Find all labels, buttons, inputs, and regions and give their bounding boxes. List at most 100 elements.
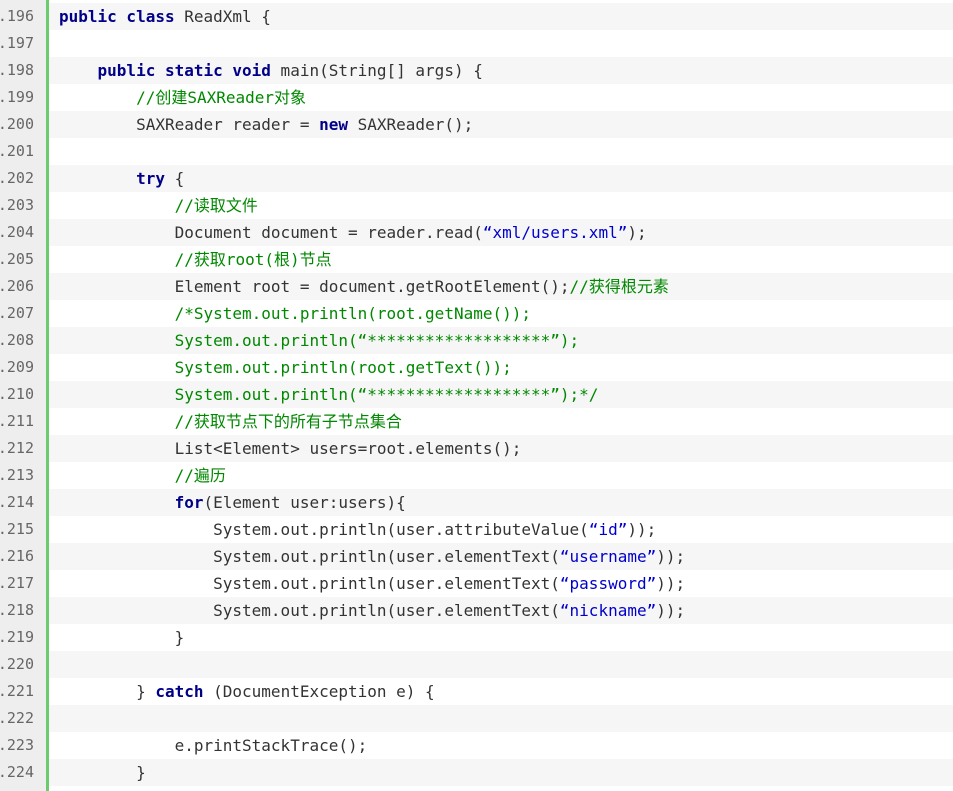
code-token	[59, 466, 175, 485]
code-token: “xml/users.xml”	[482, 223, 628, 242]
line-number: 213.	[0, 466, 34, 484]
code-line: 206. Element root = document.getRootElem…	[0, 273, 953, 300]
line-number: 210.	[0, 385, 34, 403]
code-token: ));	[656, 601, 686, 620]
code-line: 201.	[0, 138, 953, 165]
code-token: public static void	[97, 61, 271, 80]
code-token: //获取root(根)节点	[174, 250, 332, 269]
code-token: try	[136, 169, 165, 188]
gutter-divider	[46, 0, 49, 791]
code-token: new	[319, 115, 348, 134]
code-token: System.out.println(user.attributeValue(	[59, 520, 589, 539]
code-token: ));	[656, 574, 686, 593]
code-token: }	[59, 763, 146, 782]
code-token	[59, 412, 175, 431]
line-number: 200.	[0, 115, 34, 133]
line-content: System.out.println(user.elementText(“nic…	[49, 597, 953, 624]
code-token	[59, 358, 175, 377]
code-token: //遍历	[174, 466, 226, 485]
line-number: 207.	[0, 304, 34, 322]
code-line: 209. System.out.println(root.getText());	[0, 354, 953, 381]
line-number: 216.	[0, 547, 34, 565]
line-content: for(Element user:users){	[49, 489, 953, 516]
line-number: 218.	[0, 601, 34, 619]
line-content	[49, 651, 953, 678]
code-token: catch	[155, 682, 204, 701]
code-token: //获得根元素	[569, 277, 669, 296]
code-token: SAXReader();	[348, 115, 474, 134]
line-number: 223.	[0, 736, 34, 754]
code-line: 205. //获取root(根)节点	[0, 246, 953, 273]
line-number: 209.	[0, 358, 34, 376]
code-line: 210. System.out.println(“***************…	[0, 381, 953, 408]
line-number: 219.	[0, 628, 34, 646]
line-content: System.out.println(root.getText());	[49, 354, 953, 381]
code-token: Element root = document.getRootElement()…	[59, 277, 570, 296]
code-line: 219. }	[0, 624, 953, 651]
line-content: //获取节点下的所有子节点集合	[49, 408, 953, 435]
code-token: “username”	[559, 547, 657, 566]
code-line: 207. /*System.out.println(root.getName()…	[0, 300, 953, 327]
code-line: 197.	[0, 30, 953, 57]
code-line: 211. //获取节点下的所有子节点集合	[0, 408, 953, 435]
code-line: 212. List<Element> users=root.elements()…	[0, 435, 953, 462]
code-token	[59, 304, 175, 323]
code-token: e.printStackTrace();	[59, 736, 368, 755]
code-token: System.out.println(user.elementText(	[59, 574, 560, 593]
line-content: Document document = reader.read(“xml/use…	[49, 219, 953, 246]
code-token	[59, 250, 175, 269]
code-token: SAXReader reader =	[59, 115, 320, 134]
code-token	[59, 169, 136, 188]
code-token: }	[59, 682, 156, 701]
code-line: 214. for(Element user:users){	[0, 489, 953, 516]
line-number: 208.	[0, 331, 34, 349]
line-number: 206.	[0, 277, 34, 295]
code-token: main(String[] args) {	[270, 61, 483, 80]
line-content: List<Element> users=root.elements();	[49, 435, 953, 462]
line-content: System.out.println(“*******************”…	[49, 381, 953, 408]
line-number: 211.	[0, 412, 34, 430]
code-token	[59, 331, 175, 350]
code-token: {	[164, 169, 185, 188]
code-line: 218. System.out.println(user.elementText…	[0, 597, 953, 624]
code-line: 221. } catch (DocumentException e) {	[0, 678, 953, 705]
code-line: 204. Document document = reader.read(“xm…	[0, 219, 953, 246]
line-number: 204.	[0, 223, 34, 241]
code-token: //获取节点下的所有子节点集合	[174, 412, 402, 431]
line-content: //获取root(根)节点	[49, 246, 953, 273]
code-token: System.out.println(root.getText());	[174, 358, 512, 377]
line-content: } catch (DocumentException e) {	[49, 678, 953, 705]
code-line: 224. }	[0, 759, 953, 786]
line-number: 201.	[0, 142, 34, 160]
line-number: 212.	[0, 439, 34, 457]
code-token: (Element user:users){	[203, 493, 406, 512]
code-line: 202. try {	[0, 165, 953, 192]
code-token: System.out.println(“*******************”…	[174, 385, 599, 404]
line-number-gutter	[0, 0, 46, 791]
code-lines: 196.public class ReadXml {197.198. publi…	[0, 3, 953, 786]
code-line: 198. public static void main(String[] ar…	[0, 57, 953, 84]
line-content: //创建SAXReader对象	[49, 84, 953, 111]
line-content: System.out.println(user.elementText(“pas…	[49, 570, 953, 597]
line-content: public static void main(String[] args) {	[49, 57, 953, 84]
code-token	[59, 196, 175, 215]
line-content: /*System.out.println(root.getName());	[49, 300, 953, 327]
code-token: }	[59, 628, 185, 647]
code-token: System.out.println(user.elementText(	[59, 601, 560, 620]
code-line: 208. System.out.println(“***************…	[0, 327, 953, 354]
line-content: SAXReader reader = new SAXReader();	[49, 111, 953, 138]
code-token: );	[627, 223, 647, 242]
line-number: 224.	[0, 763, 34, 781]
line-content: //遍历	[49, 462, 953, 489]
line-content: System.out.println(user.elementText(“use…	[49, 543, 953, 570]
line-number: 217.	[0, 574, 34, 592]
line-number: 222.	[0, 709, 34, 727]
line-content: public class ReadXml {	[49, 3, 953, 30]
code-line: 216. System.out.println(user.elementText…	[0, 543, 953, 570]
code-line: 199. //创建SAXReader对象	[0, 84, 953, 111]
code-token: //创建SAXReader对象	[136, 88, 307, 107]
line-number: 214.	[0, 493, 34, 511]
code-line: 200. SAXReader reader = new SAXReader();	[0, 111, 953, 138]
code-token	[59, 385, 175, 404]
